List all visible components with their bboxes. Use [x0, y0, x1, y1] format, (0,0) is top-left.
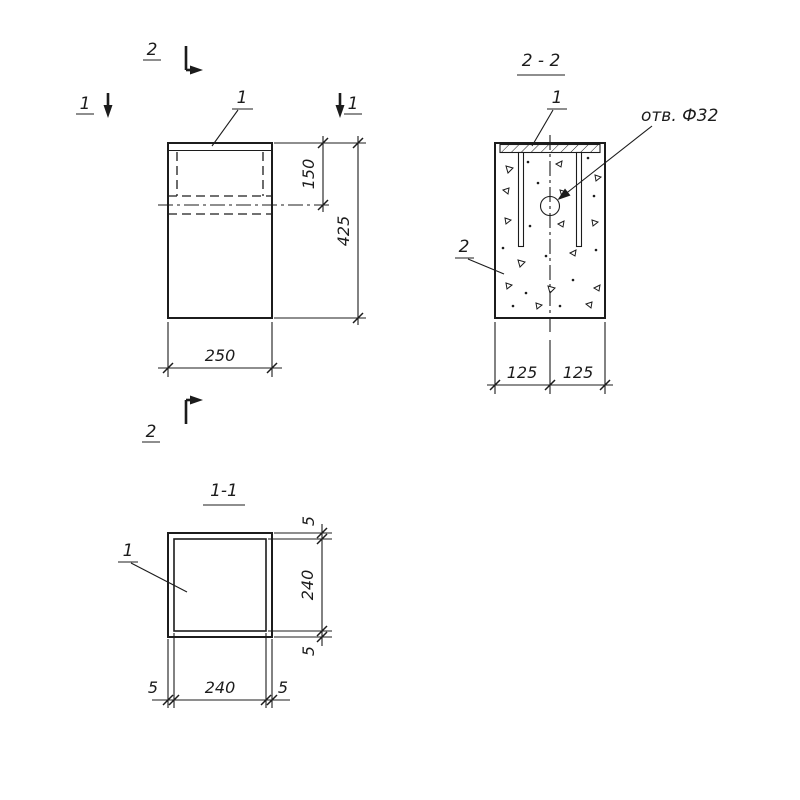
- hole-note-label: отв. Ф32: [641, 106, 718, 126]
- front-view: 2 2 1 1 1: [76, 40, 366, 443]
- dim-value: 5: [148, 678, 158, 697]
- front-dim-width: 250: [158, 322, 282, 377]
- section-1-1-title: 1-1: [203, 481, 245, 506]
- section-1-1-view: 1-1 1 5 240 5: [118, 481, 332, 708]
- dim-value: 250: [205, 346, 236, 365]
- section-mark-2-bottom: 2: [142, 395, 203, 443]
- callout-label: 1: [552, 88, 563, 108]
- hole-note: отв. Ф32: [557, 106, 718, 200]
- dim-value: 5: [299, 646, 318, 656]
- front-dim-upper: 150: [274, 136, 366, 212]
- front-hidden-lines: [168, 152, 272, 215]
- section-mark-1-right: 1: [335, 93, 362, 118]
- dim-value: 5: [278, 678, 288, 697]
- section-2-2-title: 2 - 2: [517, 51, 565, 76]
- section-dim-chain: 125 125: [487, 322, 613, 394]
- front-callout-1: 1: [211, 88, 253, 147]
- section-arrow-icon: [335, 105, 345, 118]
- front-dim-height: 425: [274, 136, 366, 325]
- dim-value: 125: [507, 363, 538, 382]
- section-callout-plate: 1: [531, 88, 567, 147]
- section-arrow-icon: [190, 65, 203, 75]
- dim-value: 5: [299, 516, 318, 526]
- section-arrow-icon: [103, 105, 113, 118]
- front-body-outline: [167, 142, 273, 319]
- section-mark-label: 2: [146, 422, 157, 442]
- callout-label: 1: [123, 541, 134, 561]
- dim-value: 240: [205, 678, 236, 697]
- section-mark-label: 2: [147, 40, 158, 60]
- dim-value: 150: [299, 159, 318, 190]
- section-callout-body: 2: [455, 237, 505, 275]
- section-mark-label: 1: [348, 94, 359, 114]
- channel-left: [517, 151, 525, 248]
- section-mark-2-top: 2: [143, 40, 203, 75]
- dim-value: 125: [563, 363, 594, 382]
- dim-value: 425: [334, 216, 353, 247]
- view-title: 1-1: [210, 481, 238, 501]
- dim-value: 240: [298, 570, 317, 601]
- section-2-2-view: 2 - 2: [455, 51, 718, 394]
- view-title: 2 - 2: [522, 51, 561, 71]
- section-mark-1-left: 1: [76, 93, 113, 118]
- callout-label: 1: [237, 88, 248, 108]
- section-1-1-right-dims: 5 240 5: [268, 516, 332, 656]
- section-mark-label: 1: [80, 94, 91, 114]
- hole-circle: [539, 195, 561, 217]
- section-1-1-callout: 1: [118, 541, 188, 593]
- leader-arrow-icon: [557, 188, 571, 200]
- section-1-1-bottom-dims: 5 240 5: [148, 633, 290, 708]
- callout-label: 2: [459, 237, 470, 257]
- section-arrow-icon: [190, 395, 203, 405]
- tube-inner-outline: [173, 538, 267, 632]
- tube-outer-outline: [167, 532, 273, 638]
- channel-right: [575, 151, 583, 248]
- concrete-stipple: [501, 156, 603, 310]
